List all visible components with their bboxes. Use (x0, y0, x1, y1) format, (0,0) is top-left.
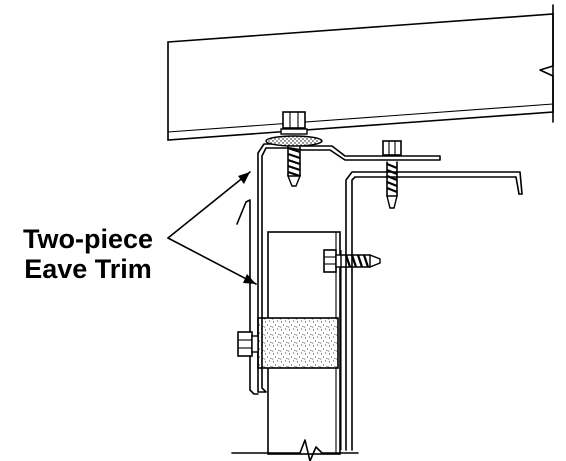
eave-strut-girt (340, 171, 523, 451)
beam-break-mark (539, 0, 566, 130)
leader-arrow-lower (243, 274, 256, 284)
girt-screw (323, 249, 381, 273)
insulation-block (257, 317, 339, 369)
callout-leaders (167, 171, 257, 285)
inner-eave-trim-piece (236, 199, 259, 395)
roof-screw-left (265, 111, 323, 187)
roof-beam (167, 13, 554, 141)
trim-bolt-left (237, 331, 259, 357)
leader-arrow-upper (238, 172, 250, 184)
roof-screw-right (382, 140, 402, 209)
sealing-washer (265, 135, 323, 147)
bottom-break-mark (231, 439, 359, 461)
callout-label-line2: Eave Trim (24, 254, 152, 284)
outer-eave-trim-piece (257, 143, 441, 393)
callout-label-line1: Two-piece (22, 224, 154, 254)
